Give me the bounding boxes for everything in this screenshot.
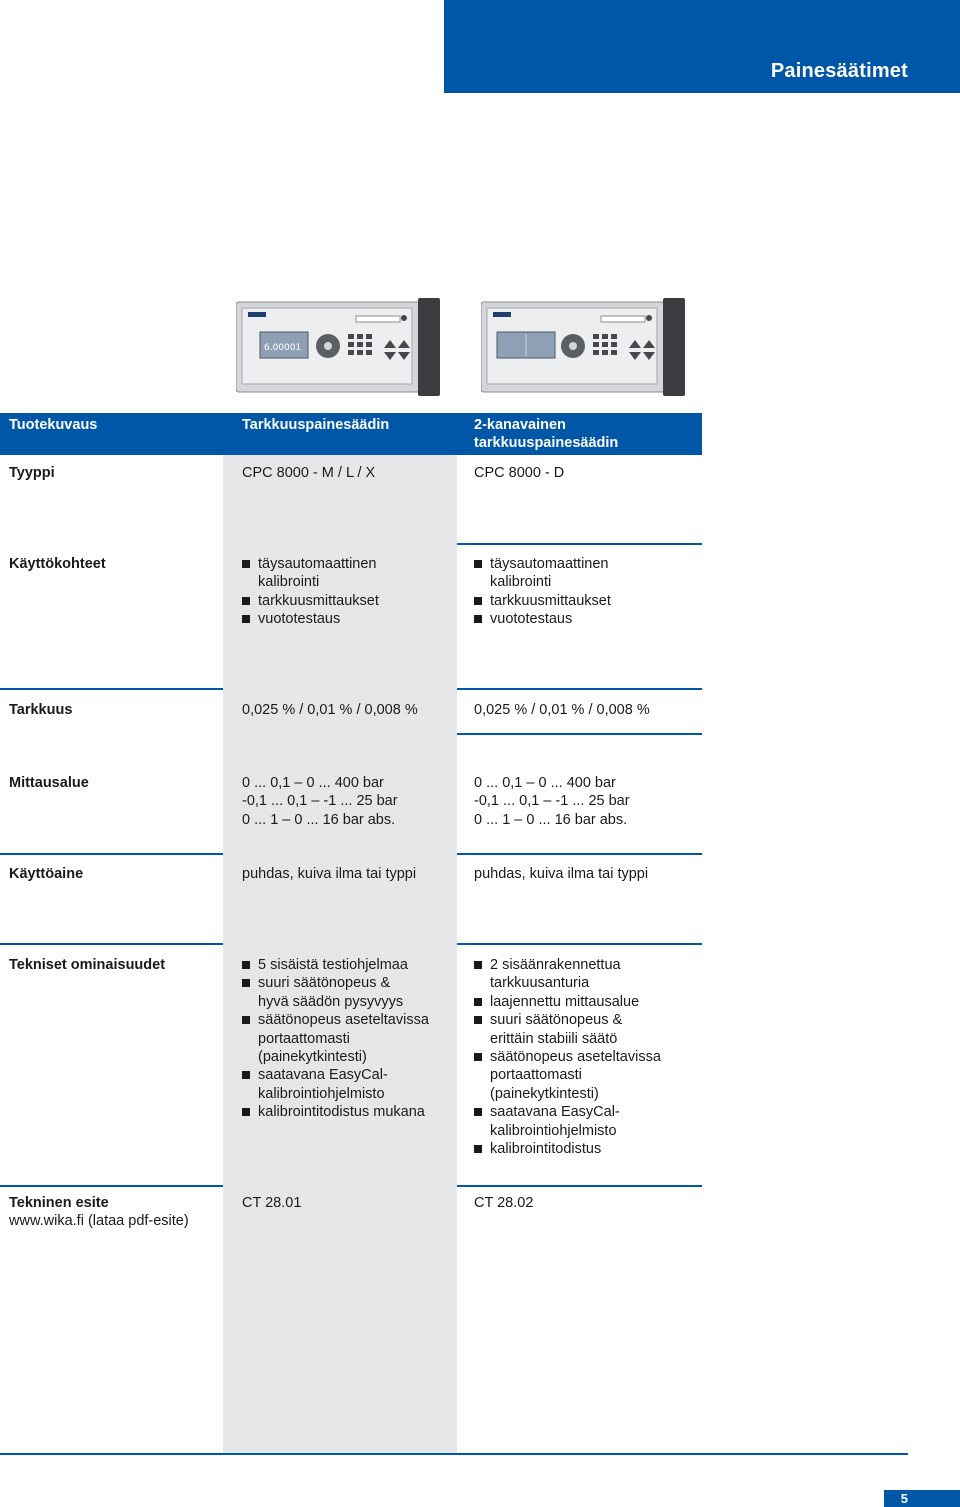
row-label-tekniset-ominaisuudet: Tekniset ominaisuudet (9, 957, 166, 973)
list-item: säätönopeus aseteltavissa portaattomasti… (474, 1048, 684, 1103)
list-item: kalibrointitodistus mukana (242, 1103, 452, 1121)
range-line: 0 ... 0,1 – 0 ... 400 bar (242, 775, 384, 791)
ominaisuudet-list-a: 5 sisäistä testiohjelmaa suuri säätönope… (242, 956, 452, 1122)
tarkkuus-value-a: 0,025 % / 0,01 % / 0,008 % (242, 702, 418, 718)
page-number: 5 (884, 1490, 960, 1507)
list-item: vuototestaus (474, 610, 639, 628)
row-label-tarkkuus: Tarkkuus (9, 702, 73, 718)
row-divider (457, 688, 702, 690)
column-header-2-kanavainen: 2-kanavainen tarkkuuspainesäädin (474, 417, 619, 452)
list-item: säätönopeus aseteltavissa portaattomasti… (242, 1011, 452, 1066)
mittausalue-values-b: 0 ... 0,1 – 0 ... 400 bar -0,1 ... 0,1 –… (474, 774, 630, 829)
esite-value-b: CT 28.02 (474, 1195, 534, 1211)
row-divider (457, 853, 702, 855)
row-label-kayttokohteet: Käyttökohteet (9, 556, 106, 572)
column-shade (223, 413, 457, 1455)
row-divider (457, 943, 702, 945)
device-image-cpc8000: 6.00001 (236, 298, 440, 396)
device-image-cpc8000-d (481, 298, 685, 396)
list-item: saatavana EasyCal-kalibrointiohjelmisto (242, 1066, 412, 1103)
device-display-value: 6.00001 (264, 343, 301, 353)
list-item: 2 sisäänrakennettua tarkkuusanturia (474, 956, 639, 993)
row-divider (0, 943, 223, 945)
list-item: vuototestaus (242, 610, 407, 628)
list-item: täysautomaattinen kalibrointi (474, 555, 639, 592)
list-item: kalibrointitodistus (474, 1140, 684, 1158)
row-divider (0, 853, 223, 855)
list-item: tarkkuusmittaukset (474, 592, 639, 610)
tyyppi-value-a: CPC 8000 - M / L / X (242, 465, 376, 481)
row-label-tyyppi: Tyyppi (9, 465, 55, 481)
tarkkuus-value-b: 0,025 % / 0,01 % / 0,008 % (474, 702, 650, 718)
page-title: Painesäätimet (770, 60, 908, 82)
range-line: -0,1 ... 0,1 – -1 ... 25 bar (242, 793, 398, 810)
ominaisuudet-list-b: 2 sisäänrakennettua tarkkuusanturia laaj… (474, 956, 684, 1158)
row-divider (0, 1185, 223, 1187)
table-header (0, 413, 702, 455)
row-divider (457, 733, 702, 735)
header-band: Painesäätimet (444, 0, 960, 93)
footer-rule (0, 1453, 908, 1455)
range-line: 0 ... 0,1 – 0 ... 400 bar (474, 775, 616, 791)
wika-link[interactable]: www.wika.fi (lataa pdf-esite) (9, 1213, 189, 1229)
list-item: täysautomaattinen kalibrointi (242, 555, 407, 592)
row-label-kayttoaine: Käyttöaine (9, 866, 84, 882)
row-label-mittausalue: Mittausalue (9, 775, 89, 791)
row-divider (0, 688, 223, 690)
column-header-tuotekuvaus: Tuotekuvaus (9, 417, 98, 433)
kayttoaine-value-b: puhdas, kuiva ilma tai typpi (474, 866, 649, 882)
column-header-tarkkuuspainesaadin: Tarkkuuspainesäädin (242, 417, 390, 433)
list-item: tarkkuusmittaukset (242, 592, 407, 610)
tyyppi-value-b: CPC 8000 - D (474, 465, 565, 481)
list-item: 5 sisäistä testiohjelmaa (242, 956, 452, 974)
row-divider (457, 1185, 702, 1187)
mittausalue-values-a: 0 ... 0,1 – 0 ... 400 bar -0,1 ... 0,1 –… (242, 774, 398, 829)
list-item: suuri säätönopeus & erittäin stabiili sä… (474, 1011, 649, 1048)
range-line: 0 ... 1 – 0 ... 16 bar abs. (474, 811, 628, 828)
range-line: 0 ... 1 – 0 ... 16 bar abs. (242, 811, 396, 828)
row-divider (457, 543, 702, 545)
row-label-tekninen-esite: Tekninen esite (9, 1195, 109, 1211)
kayttokohteet-list-a: täysautomaattinen kalibrointi tarkkuusmi… (242, 555, 407, 629)
kayttokohteet-list-b: täysautomaattinen kalibrointi tarkkuusmi… (474, 555, 639, 629)
kayttoaine-value-a: puhdas, kuiva ilma tai typpi (242, 866, 417, 882)
esite-value-a: CT 28.01 (242, 1195, 302, 1211)
range-line: -0,1 ... 0,1 – -1 ... 25 bar (474, 793, 630, 810)
list-item: laajennettu mittausalue (474, 993, 684, 1011)
list-item: suuri säätönopeus & hyvä säädön pysyvyys (242, 974, 417, 1011)
list-item: saatavana EasyCal-kalibrointiohjelmisto (474, 1103, 644, 1140)
